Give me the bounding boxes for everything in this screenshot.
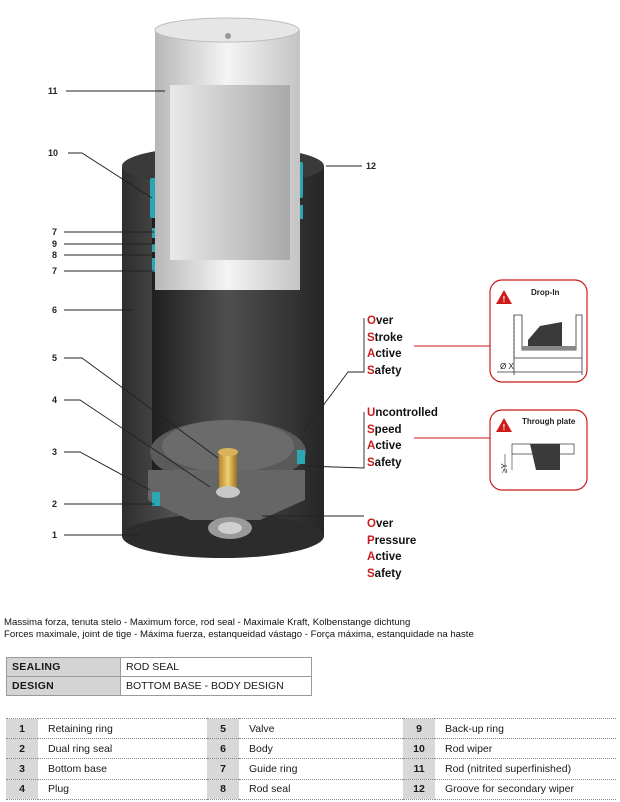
osas-line-3: ctive: [375, 348, 402, 360]
part-label: Rod wiper: [435, 738, 616, 760]
piston-rod: [154, 17, 300, 290]
usas-line-2: peed: [374, 423, 402, 436]
usas-label: Uncontrolled Speed Active Safety: [367, 407, 438, 469]
parts-table: 1 Retaining ring 5 Valve 9 Back-up ring …: [6, 717, 616, 800]
drop-in-dimension: Ø X: [500, 362, 514, 371]
part-number: 10: [403, 738, 435, 760]
callout-11: 11: [48, 86, 58, 96]
part-label: Plug: [38, 779, 207, 800]
part-number: 6: [207, 738, 239, 760]
opas-line-2: ressure: [374, 534, 417, 547]
part-label: Bottom base: [38, 758, 207, 780]
sealing-key: SEALING: [6, 657, 121, 677]
callout-4: 4: [52, 395, 57, 405]
part-number: 8: [207, 779, 239, 800]
warning-icon: [496, 290, 512, 304]
callout-5: 5: [52, 353, 57, 363]
usas-line-1: ncontrolled: [375, 407, 438, 419]
part-number: 9: [403, 717, 435, 740]
part-number: 1: [6, 717, 38, 740]
leader-lines: [64, 90, 365, 536]
osas-line-2: troke: [374, 331, 403, 344]
callout-12: 12: [366, 161, 376, 171]
sealing-value: ROD SEAL: [120, 657, 312, 677]
table-row: 1 Retaining ring 5 Valve 9 Back-up ring: [6, 717, 616, 740]
part-label: Valve: [239, 717, 403, 740]
osas-cap-1: O: [367, 315, 376, 327]
drop-in-box: ! Drop-In Ø X: [489, 279, 588, 383]
callout-7a: 7: [52, 227, 57, 237]
description-line-2: Forces maximale, joint de tige - Máxima …: [4, 628, 474, 640]
part-number: 11: [403, 758, 435, 780]
valve: [216, 448, 240, 498]
opas-line-3: ctive: [375, 551, 402, 563]
design-value: BOTTOM BASE - BODY DESIGN: [120, 676, 312, 696]
osas-line-4: afety: [374, 364, 402, 377]
opas-line-4: afety: [374, 567, 402, 580]
svg-text:!: !: [503, 423, 506, 432]
callout-7b: 7: [52, 266, 57, 276]
design-key: DESIGN: [6, 676, 121, 696]
opas-label: Over Pressure Active Safety: [367, 518, 417, 580]
svg-text:!: !: [503, 295, 506, 304]
callout-3: 3: [52, 447, 57, 457]
part-label: Guide ring: [239, 758, 403, 780]
part-number: 7: [207, 758, 239, 780]
spec-row-sealing: SEALING ROD SEAL: [6, 657, 312, 677]
callout-1: 1: [52, 530, 57, 540]
part-number: 12: [403, 779, 435, 800]
callout-8: 8: [52, 250, 57, 260]
callout-6: 6: [52, 305, 57, 315]
table-row: 2 Dual ring seal 6 Body 10 Rod wiper: [6, 738, 616, 760]
usas-line-4: afety: [374, 456, 402, 469]
callout-numbers: 11 10 7 9 8 7 6 5 4 3 2 1 12: [48, 86, 376, 540]
warning-icon-2: [496, 418, 512, 432]
part-label: Dual ring seal: [38, 738, 207, 760]
part-label: Retaining ring: [38, 717, 207, 740]
through-plate-dimension: ≥Y: [500, 463, 509, 473]
callout-10: 10: [48, 148, 58, 158]
description: Massima forza, tenuta stelo - Maximum fo…: [4, 617, 616, 640]
part-label: Rod (nitrited superfinished): [435, 758, 616, 780]
through-plate-box: ! Through plate ≥Y: [489, 409, 588, 491]
part-number: 4: [6, 779, 38, 800]
table-row: 3 Bottom base 7 Guide ring 11 Rod (nitri…: [6, 758, 616, 780]
callout-9: 9: [52, 239, 57, 249]
part-number: 3: [6, 758, 38, 780]
part-number: 5: [207, 717, 239, 740]
table-row: 4 Plug 8 Rod seal 12 Groove for secondar…: [6, 779, 616, 800]
osas-cap-4: S: [367, 364, 375, 377]
red-connectors: [414, 345, 490, 439]
part-label: Back-up ring: [435, 717, 616, 740]
spec-table: SEALING ROD SEAL DESIGN BOTTOM BASE - BO…: [6, 657, 312, 696]
osas-cap-2: S: [367, 331, 375, 344]
osas-cap-3: A: [367, 348, 376, 360]
part-label: Groove for secondary wiper: [435, 779, 616, 800]
part-label: Body: [239, 738, 403, 760]
drop-in-title: Drop-In: [531, 288, 560, 297]
opas-line-1: ver: [375, 518, 394, 530]
part-label: Rod seal: [239, 779, 403, 800]
osas-label: Over Stroke Active Safety: [367, 313, 403, 379]
through-plate-title: Through plate: [522, 417, 576, 426]
description-line-1: Massima forza, tenuta stelo - Maximum fo…: [4, 617, 411, 628]
gas-spring-cutaway-diagram: 11 10 7 9 8 7 6 5 4 3 2 1 12 ! Drop-In Ø…: [48, 17, 588, 558]
part-number: 2: [6, 738, 38, 760]
spec-row-design: DESIGN BOTTOM BASE - BODY DESIGN: [6, 676, 312, 696]
callout-2: 2: [52, 499, 57, 509]
usas-line-3: ctive: [375, 440, 402, 452]
osas-line-1: ver: [375, 315, 394, 327]
